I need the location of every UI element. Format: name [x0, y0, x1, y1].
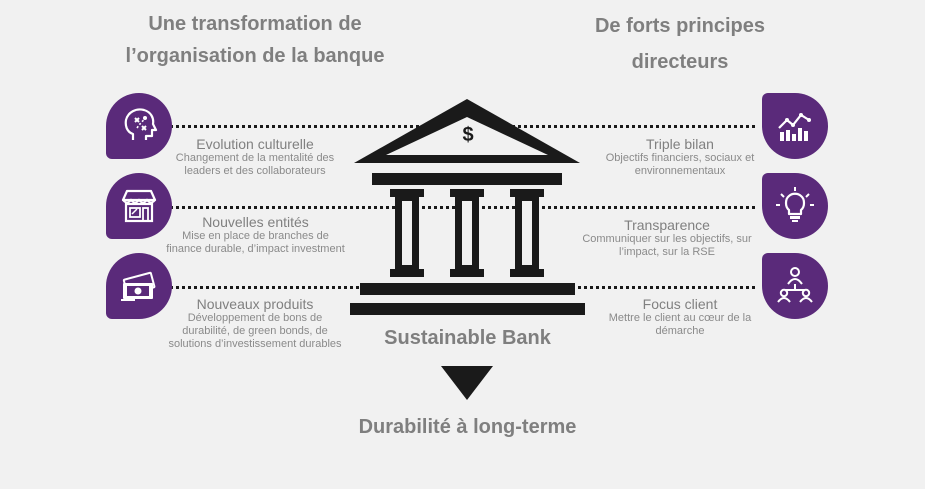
right-heading-line-1: De forts principes — [594, 15, 766, 37]
right-item-focus-client: Focus client Mettre le client au cœur de… — [590, 296, 770, 338]
left-item-desc: Changement de la mentalité des leaders e… — [175, 152, 335, 177]
left-item-desc: Mise en place de branches de finance dur… — [166, 230, 345, 255]
left-item-title: Nouvelles entités — [202, 214, 309, 230]
left-item-title: Evolution culturelle — [196, 136, 314, 152]
money-icon — [121, 271, 156, 301]
sustainable-bank-label: Sustainable Bank — [384, 327, 551, 349]
right-item-title: Focus client — [642, 296, 718, 312]
icon-circle-triple-bilan — [762, 93, 828, 159]
icon-circle-focus-client — [762, 253, 828, 319]
right-item-desc: Communiquer sur les objectifs, sur l’imp… — [582, 233, 752, 258]
growth-chart-icon — [778, 113, 811, 141]
left-heading-line-1: Une transformation de — [148, 13, 362, 35]
right-item-desc: Mettre le client au cœur de la démarche — [608, 312, 752, 337]
down-arrow-icon — [441, 366, 493, 400]
icon-circle-transparence — [762, 173, 828, 239]
left-heading-line-2: l’organisation de la banque — [125, 45, 385, 67]
icon-circle-products — [106, 253, 172, 319]
right-item-title: Triple bilan — [646, 136, 714, 152]
left-item-culture: Evolution culturelle Changement de la me… — [170, 136, 340, 178]
icon-circle-entities — [106, 173, 172, 239]
left-heading: Une transformation de l’organisation de … — [90, 8, 420, 72]
outcome-label: Durabilité à long-terme — [358, 416, 577, 438]
left-item-desc: Développement de bons de durabilité, de … — [168, 312, 342, 350]
left-item-entities: Nouvelles entités Mise en place de branc… — [163, 214, 348, 256]
left-item-title: Nouveaux produits — [196, 296, 314, 312]
right-item-desc: Objectifs financiers, sociaux et environ… — [605, 152, 755, 177]
storefront-icon — [121, 189, 157, 223]
right-item-title: Transparence — [624, 217, 710, 233]
dollar-symbol: $ — [462, 124, 474, 146]
brain-strategy-icon — [124, 108, 158, 140]
bank-building-icon — [350, 99, 585, 315]
connector-line-2 — [140, 206, 755, 209]
right-heading: De forts principes directeurs — [560, 8, 800, 80]
left-item-products: Nouveaux produits Développement de bons … — [165, 296, 345, 351]
right-heading-line-2: directeurs — [631, 51, 729, 73]
icon-circle-culture — [106, 93, 172, 159]
client-group-icon — [777, 267, 813, 303]
lightbulb-icon — [776, 187, 814, 222]
right-item-triple-bilan: Triple bilan Objectifs financiers, socia… — [590, 136, 770, 178]
right-item-transparence: Transparence Communiquer sur les objecti… — [562, 217, 772, 259]
